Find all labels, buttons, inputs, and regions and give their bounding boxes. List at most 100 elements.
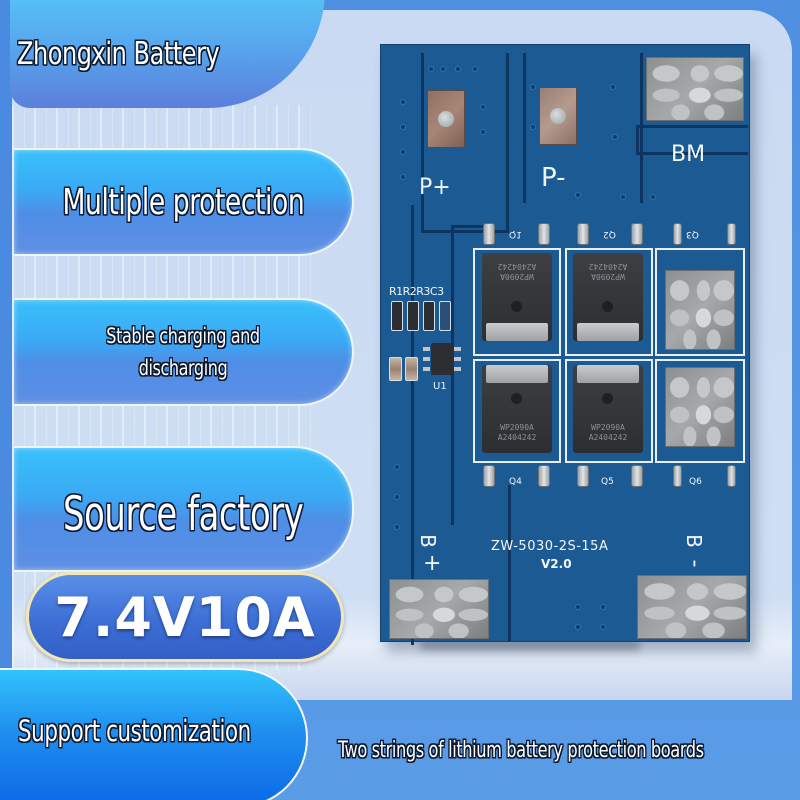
pcb-trace xyxy=(421,53,509,233)
mosfet-lot: A2404242 xyxy=(588,433,628,442)
via xyxy=(531,125,535,129)
via xyxy=(576,193,580,197)
mosfet-outline xyxy=(473,359,561,463)
via xyxy=(621,195,625,199)
via-hole xyxy=(438,111,454,127)
via xyxy=(473,67,477,71)
bm-label: BM xyxy=(671,142,706,167)
via xyxy=(441,67,445,71)
mosfet-lead xyxy=(483,465,495,487)
via xyxy=(395,465,399,469)
mosfet-outline xyxy=(565,248,653,356)
mosfet-lead xyxy=(538,223,550,245)
mosfet-tab xyxy=(577,323,639,341)
board-version: V2.0 xyxy=(541,557,572,571)
via xyxy=(456,67,460,71)
via xyxy=(601,625,605,629)
capacitor-c3 xyxy=(439,301,451,331)
b-plus-solder-pad xyxy=(389,579,489,639)
mosfet-lead xyxy=(631,465,643,487)
pcb-trace xyxy=(411,205,471,645)
mosfet-q2: A2404242 WP2090A xyxy=(573,253,643,341)
customization-label: Support customization xyxy=(18,714,251,748)
resistor-r3 xyxy=(423,301,435,331)
feature-pill-stable-charging: Stable charging and discharging xyxy=(14,298,354,406)
mosfet-lead xyxy=(577,223,589,245)
spec-label: 7.4V10A xyxy=(54,585,316,649)
pcb-trace xyxy=(481,485,511,641)
via xyxy=(395,525,399,529)
mosfet-outline xyxy=(565,359,653,463)
mosfet-outline xyxy=(655,248,745,356)
ic-pin xyxy=(423,357,430,361)
via xyxy=(576,625,580,629)
via xyxy=(481,130,485,134)
p-plus-label: P+ xyxy=(419,175,451,200)
mosfet-tab xyxy=(577,365,639,383)
left-edge-band xyxy=(0,0,12,800)
pcb-trace xyxy=(451,225,491,525)
mosfet-q5: WP2090A A2404242 xyxy=(573,365,643,453)
mosfet-lead xyxy=(577,465,589,487)
board-shadow xyxy=(420,640,640,650)
q2-label: Q2 xyxy=(603,229,616,239)
via xyxy=(531,85,535,89)
via xyxy=(401,100,405,104)
mosfet-part: WP2090A xyxy=(591,272,625,281)
ic-pin xyxy=(454,347,461,351)
capacitor xyxy=(405,357,418,381)
mosfet-part: WP2090A xyxy=(591,423,625,432)
ic-u1 xyxy=(423,343,461,375)
mosfet-lead xyxy=(727,223,736,245)
product-caption: Two strings of lithium battery protectio… xyxy=(338,738,704,763)
capacitor xyxy=(389,357,402,381)
resistor-cap-label: R1R2R3C3 xyxy=(389,285,444,298)
ic-pin xyxy=(423,347,430,351)
via-hole xyxy=(550,108,566,124)
q1-label: Q1 xyxy=(509,229,522,239)
board-model: ZW-5030-2S-15A xyxy=(491,539,609,554)
via xyxy=(401,150,405,154)
mosfet-part: WP2090A xyxy=(500,423,534,432)
mosfet-outline xyxy=(655,359,745,463)
b-minus-sign: - xyxy=(682,559,708,568)
ic-pin xyxy=(454,357,461,361)
mosfet-tab xyxy=(486,323,548,341)
b-minus-solder-pad xyxy=(637,575,747,639)
pcb-trace xyxy=(636,125,748,155)
ic-pin xyxy=(423,367,430,371)
mosfet-lead xyxy=(483,223,495,245)
via xyxy=(651,195,655,199)
q3-label: Q3 xyxy=(686,229,699,239)
spec-badge: 7.4V10A xyxy=(26,572,344,662)
q5-label: Q5 xyxy=(601,477,614,487)
q4-label: Q4 xyxy=(509,477,522,487)
via xyxy=(481,105,485,109)
feature-label: Source factory xyxy=(62,486,304,542)
via xyxy=(613,135,617,139)
mosfet-lead xyxy=(673,465,682,487)
resistor-r1 xyxy=(391,301,403,331)
b-plus-letter: B xyxy=(415,534,440,548)
q6-label: Q6 xyxy=(689,477,702,487)
via xyxy=(395,495,399,499)
feature-pill-multiple-protection: Multiple protection xyxy=(14,148,354,256)
via xyxy=(401,125,405,129)
mosfet-lot: A2404242 xyxy=(497,433,537,442)
mosfet-part: WP2090A xyxy=(500,272,534,281)
mosfet-lot: A2404242 xyxy=(588,262,628,271)
pcb-trace xyxy=(523,53,643,203)
mosfet-lot: A2404242 xyxy=(497,262,537,271)
feature-label: Multiple protection xyxy=(62,181,304,223)
mosfet-pin1-dot xyxy=(602,301,613,312)
via xyxy=(576,605,580,609)
mosfet-outline xyxy=(473,248,561,356)
ic-pin xyxy=(454,367,461,371)
feature-pill-source-factory: Source factory xyxy=(14,446,354,572)
p-minus-label: P- xyxy=(541,163,566,193)
resistor-r2 xyxy=(407,301,419,331)
protection-board: P+ P- BM Q1 Q2 Q3 A2404242 WP2090A A2404… xyxy=(380,44,750,645)
via xyxy=(429,67,433,71)
mosfet-pin1-dot xyxy=(511,393,522,404)
